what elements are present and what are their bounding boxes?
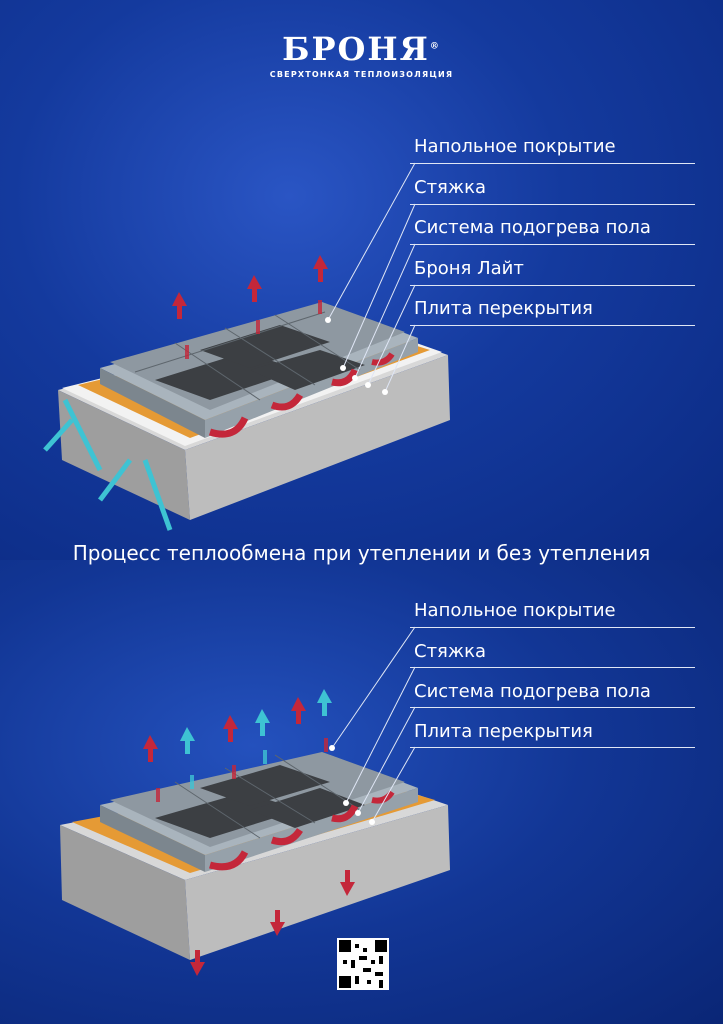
label-underline	[410, 325, 695, 326]
heating-pipe	[331, 368, 359, 387]
cold-arrows	[43, 398, 173, 531]
logo-tagline: СВЕРХТОНКАЯ ТЕПЛОИЗОЛЯЦИЯ	[269, 70, 454, 79]
qr-code[interactable]	[337, 938, 389, 990]
label-underline	[410, 285, 695, 286]
label-bronya-light: Броня Лайт	[414, 258, 524, 279]
heating-pipe	[209, 850, 249, 871]
diagram-caption: Процесс теплообмена при утеплении и без …	[72, 541, 651, 565]
registered-mark: ®	[429, 41, 441, 52]
label-floor-covering: Напольное покрытие	[414, 600, 616, 621]
heating-pipe	[270, 827, 303, 846]
slab-front	[60, 825, 190, 960]
heating-pipe	[371, 352, 395, 366]
heating-pipe	[208, 416, 249, 438]
slab-side	[185, 805, 450, 960]
uninsulated-floor-diagram	[60, 626, 450, 976]
insulated-floor-diagram	[43, 162, 450, 531]
label-heating-system: Система подогрева пола	[414, 681, 651, 702]
heating-pipe	[331, 804, 359, 823]
screed-side	[205, 338, 418, 438]
label-underline	[410, 627, 695, 628]
screed-front	[100, 368, 205, 438]
warm-arrows	[143, 697, 328, 802]
qr-code-graphic	[339, 940, 387, 988]
label-underline	[410, 163, 695, 164]
label-underline	[410, 244, 695, 245]
label-underline	[410, 204, 695, 205]
label-screed: Стяжка	[414, 177, 486, 198]
label-underline	[410, 667, 695, 668]
label-floor-slab: Плита перекрытия	[414, 298, 593, 319]
logo-name: БРОНЯ®	[282, 30, 441, 68]
label-floor-covering: Напольное покрытие	[414, 136, 616, 157]
screed-side	[205, 788, 418, 872]
label-underline	[410, 747, 695, 748]
brand-logo: БРОНЯ® СВЕРХТОНКАЯ ТЕПЛОИЗОЛЯЦИЯ	[0, 30, 723, 79]
heating-pipe	[371, 790, 395, 804]
slab-side	[185, 355, 450, 520]
cold-arrows	[180, 689, 332, 789]
screed-front	[100, 805, 205, 872]
label-heating-system: Система подогрева пола	[414, 217, 651, 238]
heat-loss-arrows	[190, 870, 355, 976]
label-underline	[410, 707, 695, 708]
label-screed: Стяжка	[414, 641, 486, 662]
warm-arrows	[172, 255, 328, 359]
label-floor-slab: Плита перекрытия	[414, 721, 593, 742]
heating-pipe	[270, 393, 304, 411]
